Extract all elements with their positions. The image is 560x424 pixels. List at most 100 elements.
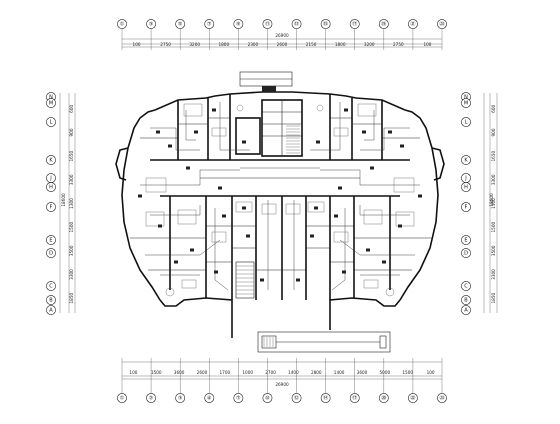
top-axis-bubble: ⑪ (262, 19, 273, 29)
left-axis-bubble-label: K (49, 157, 53, 163)
top-dim-label: 1800 (218, 42, 229, 47)
top-dim-label: 3200 (364, 42, 375, 47)
bottom-dim-label: 2700 (265, 370, 276, 375)
device-mark (370, 166, 374, 170)
bottom-axis-bubble-label: ④ (207, 395, 212, 401)
device-mark (398, 224, 402, 228)
right-dim-label: 1300 (491, 198, 496, 209)
top-axis-bubble: ⑮ (320, 19, 331, 29)
top-axis-bubble: ⑰ (349, 19, 360, 29)
top-dim-label: 2750 (160, 42, 171, 47)
left-axis-bubble: B (46, 295, 56, 305)
left-dim-label: 1850 (69, 293, 74, 304)
bottom-axis-bubble-label: ⑩ (265, 395, 270, 401)
right-axis-bubble: E (461, 235, 471, 245)
top-dim-label: 2600 (277, 42, 288, 47)
top-dim-label: 2150 (306, 42, 317, 47)
bottom-dim-label: 100 (129, 370, 137, 375)
right-axis-bubble: A (461, 305, 471, 315)
right-dim-label: 1650 (491, 151, 496, 162)
device-mark (388, 130, 392, 134)
top-axis-bubble: ㉑ (408, 19, 418, 29)
right-dim-label: 3300 (491, 174, 496, 185)
left-axis-bubble-label: E (49, 237, 52, 243)
top-axis-bubble-label: ⑪ (265, 20, 270, 27)
top-axis-bubble: ⑦ (204, 19, 215, 29)
left-dim-label: 3500 (69, 245, 74, 256)
device-mark (382, 260, 386, 264)
top-axis-bubble-label: ⑲ (381, 20, 386, 27)
device-mark (342, 270, 346, 274)
bottom-axis-bubble: ④ (204, 393, 215, 403)
right-axis-bubble-label: N (464, 94, 468, 100)
bottom-axis-bubble-label: ⑭ (323, 394, 328, 401)
right-axis-bubble-label: C (464, 283, 468, 289)
top-axis-bubble-label: ㉑ (410, 20, 415, 27)
bottom-axis-bubble-label: ⑦ (236, 395, 241, 401)
bottom-axis-bubble-label: ⑰ (352, 394, 357, 401)
right-dim-label: 900 (491, 128, 496, 136)
right-axis-bubble: H (461, 182, 471, 192)
device-mark (260, 278, 264, 282)
left-axis-bubble-label: F (50, 204, 53, 210)
right-axis-bubble-label: A (464, 307, 468, 313)
bottom-axis-bubble: ⑳ (378, 393, 389, 403)
device-mark (246, 234, 250, 238)
right-axis-bubble: L (461, 117, 471, 127)
left-axis-bubble: J (46, 173, 56, 183)
top-axis-bubble: ① (117, 19, 127, 29)
left-axis-bubble: K (46, 155, 56, 165)
left-axis-bubble-label: C (49, 283, 53, 289)
device-mark (418, 194, 422, 198)
bottom-dim-label: 3600 (357, 370, 368, 375)
left-dim-label: 600 (69, 105, 74, 113)
device-mark (344, 108, 348, 112)
top-axis-bubble: ㉓ (437, 19, 447, 29)
bottom-axis-bubble: ⑭ (320, 393, 331, 403)
bottom-dim-label: 1400 (288, 370, 299, 375)
device-mark (400, 144, 404, 148)
bottom-axis-bubble: ③ (175, 393, 186, 403)
device-mark (158, 224, 162, 228)
device-mark (186, 166, 190, 170)
device-mark (212, 108, 216, 112)
top-axis-bubble: ⑲ (378, 19, 389, 29)
right-axis-bubble: F (461, 202, 471, 212)
right-total-dim: 18600 (489, 193, 494, 207)
bottom-axis-bubble-label: ② (149, 395, 154, 401)
right-dim-label: 1500 (491, 222, 496, 233)
top-axis-bubble-label: ③ (149, 21, 153, 27)
device-mark (218, 186, 222, 190)
right-axis-bubble-label: H (464, 184, 468, 190)
device-mark (168, 144, 172, 148)
left-dim-label: 3300 (69, 174, 74, 185)
device-mark (156, 130, 160, 134)
right-dim-label: 600 (491, 105, 496, 113)
bottom-dim-label: 1000 (242, 370, 253, 375)
bottom-dim-label: 1400 (334, 370, 345, 375)
device-mark (242, 140, 246, 144)
bottom-axis-bubble: ⑫ (291, 393, 302, 403)
bottom-axis-bubble-label: ① (120, 395, 125, 401)
top-axis-bubble-label: ⑦ (207, 21, 212, 27)
bottom-axis-bubble: ⑦ (233, 393, 244, 403)
right-dim-label: 3300 (491, 269, 496, 280)
left-axis-bubble-label: M (49, 100, 53, 106)
device-mark (334, 214, 338, 218)
bottom-dim-label: 100 (427, 370, 435, 375)
right-axis-bubble-label: E (464, 237, 467, 243)
bottom-dim-label: 1500 (402, 370, 413, 375)
left-axis-bubble-label: B (49, 297, 53, 303)
left-axis-bubble-label: A (49, 307, 53, 313)
right-axis-bubble: J (461, 173, 471, 183)
bottom-axis-bubble-label: ⑳ (381, 394, 386, 401)
top-axis-bubble-label: ⑤ (178, 21, 182, 27)
left-axis-bubble-label: D (49, 250, 53, 256)
right-dim-label: 3500 (491, 245, 496, 256)
right-axis-bubble: C (461, 281, 471, 291)
right-axis-bubble-label: M (464, 100, 468, 106)
